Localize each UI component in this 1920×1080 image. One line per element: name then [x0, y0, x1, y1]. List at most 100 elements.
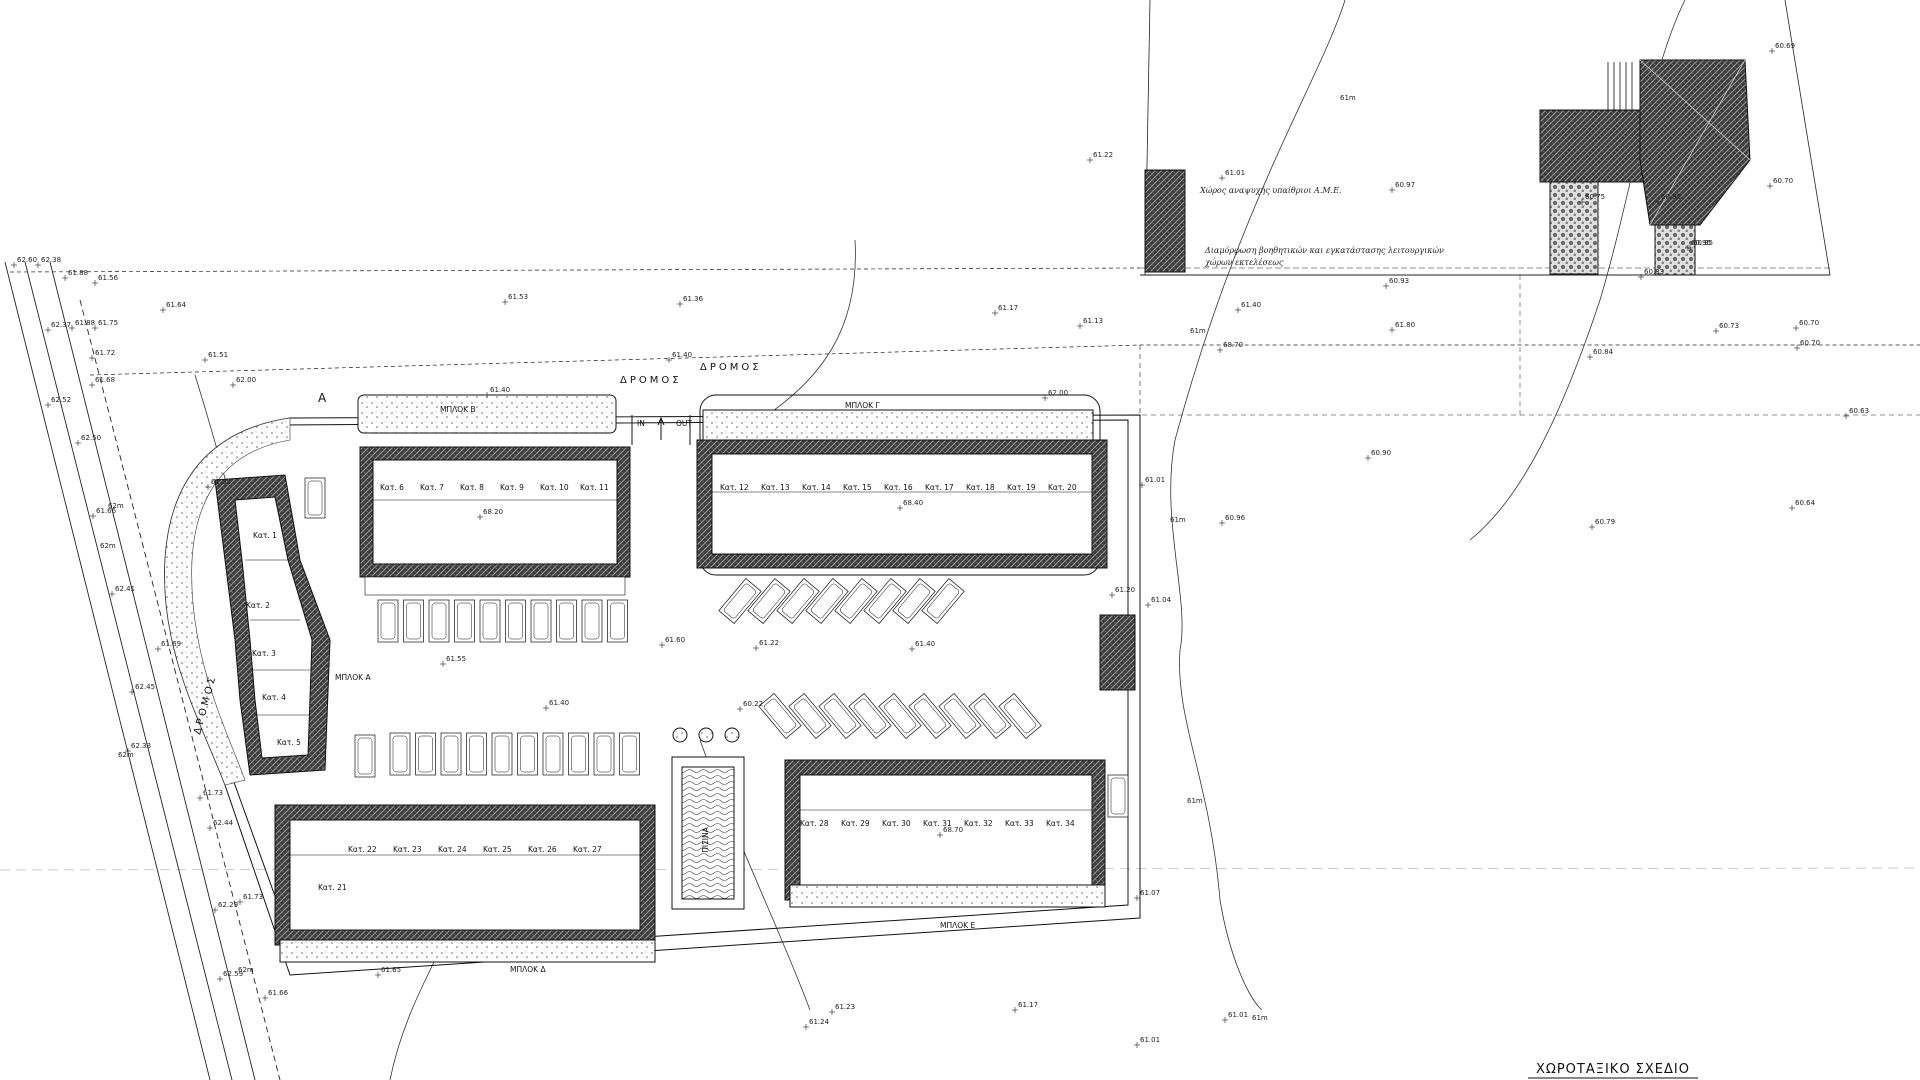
elevation-value: 60.70	[1799, 319, 1819, 327]
parking-space	[304, 477, 326, 519]
elevation-point: 61.73	[197, 789, 223, 801]
elevation-point: 62.29	[212, 901, 238, 913]
entrance-gate	[631, 415, 691, 445]
contour-label: 62m	[118, 751, 134, 759]
unit-label: Κατ. 4	[262, 693, 286, 702]
elevation-point: 61.01	[1134, 1036, 1160, 1048]
elevation-value: 61.53	[508, 293, 528, 301]
elevation-value: 60.93	[1389, 277, 1409, 285]
elevation-point: 62.45	[129, 683, 155, 695]
elevation-value: 61.04	[1151, 596, 1172, 604]
parking-space	[530, 599, 552, 643]
contour-label: 61m	[1340, 94, 1356, 102]
elevation-point: 61.01	[1219, 169, 1245, 181]
parking-space	[403, 599, 424, 643]
elevation-point: 60.95	[1685, 239, 1711, 251]
elevation-value: 61.40	[490, 386, 510, 394]
elevation-value: 61.40	[915, 640, 935, 648]
contour-label: 61m	[1190, 327, 1206, 335]
elevation-value: 61.55	[211, 478, 231, 486]
elevation-point: 61.69	[155, 640, 181, 652]
elevation-value: 61.17	[1018, 1001, 1038, 1009]
parking-space	[878, 692, 922, 740]
elevation-point: 62.00	[230, 376, 256, 388]
elevation-value: 62.41	[115, 585, 135, 593]
elevation-point: 61.55	[440, 655, 466, 667]
elevation-value: 60.84	[1593, 348, 1614, 356]
elevation-point: 62.37	[45, 321, 71, 333]
elevation-value: 62.45	[135, 683, 155, 691]
elevation-value: 62.00	[236, 376, 256, 384]
unit-label: Κατ. 26	[528, 845, 557, 854]
elevation-point: 61.01	[1222, 1011, 1248, 1023]
section-mark: A	[318, 391, 327, 405]
elevation-value: 61.40	[672, 351, 692, 359]
side-road	[4, 261, 281, 1080]
elevation-value: 61.13	[1083, 317, 1103, 325]
unit-label: Κατ. 21	[318, 883, 347, 892]
elevation-value: 60.73	[1719, 322, 1739, 330]
elevation-value: 60.83	[1644, 268, 1664, 276]
unit-label: Κατ. 12	[720, 483, 749, 492]
parking-space	[776, 577, 820, 625]
elevation-value: 61.73	[203, 789, 223, 797]
elevation-point: 61.22	[1087, 151, 1113, 163]
landscaping-strip	[164, 417, 291, 786]
unit-label: Κατ. 24	[438, 845, 467, 854]
elevation-value: 61.01	[1145, 476, 1165, 484]
parking-space	[542, 732, 564, 776]
parking-space	[848, 692, 892, 740]
parking-space	[758, 692, 802, 740]
unit-label: Κατ. 28	[800, 819, 829, 828]
unit-label: Κατ. 15	[843, 483, 872, 492]
elevation-value: 61.56	[98, 274, 119, 282]
contour-label: 61m	[1252, 1014, 1268, 1022]
elevation-value: 61.88	[75, 319, 95, 327]
elevation-point: 61.53	[502, 293, 528, 305]
elevation-point: 61.40	[666, 351, 692, 363]
elevation-point: 61.17	[992, 304, 1018, 316]
elevation-point: 61.40	[484, 386, 510, 398]
elevation-value: 61.66	[96, 507, 117, 515]
unit-label: Κατ. 8	[460, 483, 484, 492]
parking-space	[466, 732, 487, 776]
elevation-point: 61.88	[69, 319, 95, 331]
elevation-point: 62.44	[207, 819, 234, 831]
elevation-point: 62.38	[35, 256, 61, 268]
parking-space	[968, 692, 1012, 740]
parking-space	[428, 599, 450, 643]
elevation-point: 60.70	[1794, 339, 1820, 351]
elevation-value: 60.79	[1595, 518, 1615, 526]
elevation-value: 61.07	[1140, 889, 1160, 897]
block-e	[784, 759, 1106, 908]
existing-buildings	[1144, 59, 1751, 276]
parking-space	[415, 732, 436, 776]
elevation-point: 61.72	[89, 349, 115, 361]
parking-space	[556, 599, 577, 643]
contour-label: 62m	[100, 542, 116, 550]
parking-space	[491, 732, 513, 776]
elevation-point: 60.79	[1589, 518, 1615, 530]
unit-label: Κατ. 9	[500, 483, 524, 492]
pool-label: ΠΙΣΙΝΑ	[701, 826, 710, 852]
block-b-label: ΜΠΛΟΚ Β	[440, 405, 476, 414]
road-label-top-2: ΔΡΟΜΟΣ	[700, 362, 762, 373]
elevation-value: 60.22	[743, 700, 763, 708]
block-a-label: ΜΠΛΟΚ Α	[335, 673, 371, 682]
elevation-point: 61.66	[90, 507, 117, 519]
elevation-value: 68.20	[483, 508, 503, 516]
elevation-value: 62.44	[213, 819, 234, 827]
parking-space	[607, 599, 628, 643]
parking-space	[998, 692, 1042, 740]
block-d	[274, 804, 656, 963]
elevation-value: 62.60	[17, 256, 37, 264]
elevation-point: 61.55	[205, 478, 231, 490]
unit-label: Κατ. 7	[420, 483, 444, 492]
elevation-point: 61.40	[1235, 301, 1261, 313]
elevation-value: 61.69	[161, 640, 181, 648]
unit-label: Κατ. 32	[964, 819, 993, 828]
elevation-point: 61.20	[1109, 586, 1135, 598]
elevation-point: 60.97	[1389, 181, 1415, 193]
elevation-point: 61.88	[62, 269, 88, 281]
unit-label: Κατ. 1	[253, 531, 277, 540]
